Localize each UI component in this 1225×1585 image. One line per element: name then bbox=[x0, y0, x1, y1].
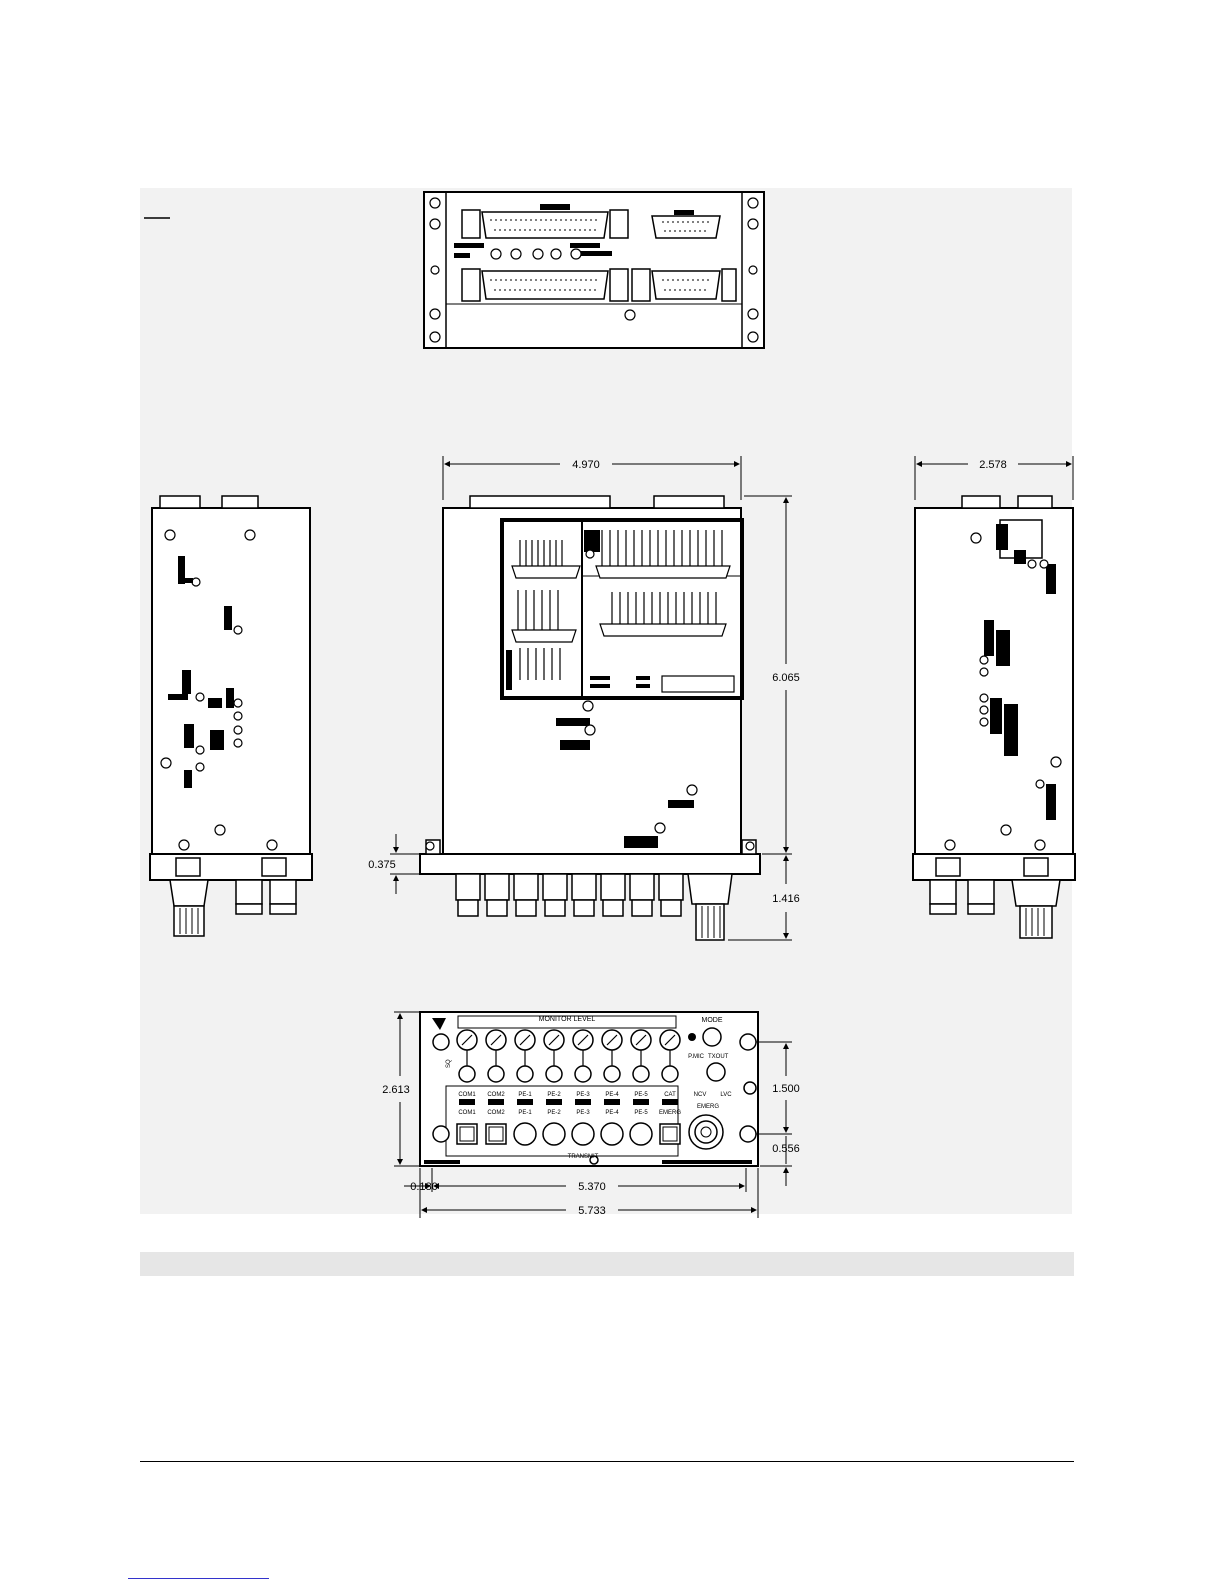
dim-main-height: 6.065 bbox=[772, 672, 800, 684]
channel-top-label: PE-2 bbox=[547, 1092, 561, 1098]
channel-bottom-label: PE-1 bbox=[518, 1110, 532, 1116]
dim-connector-protrusion: 1.416 bbox=[772, 893, 800, 905]
channel-top-label: PE-4 bbox=[605, 1092, 619, 1098]
channel-bottom-label: PE-3 bbox=[576, 1110, 590, 1116]
dim-front-height: 2.613 bbox=[382, 1084, 410, 1096]
monitor-level-label: MONITOR LEVEL bbox=[539, 1016, 596, 1023]
dim-front-inner-height: 1.500 bbox=[772, 1083, 800, 1095]
dim-main-width: 4.970 bbox=[572, 459, 600, 471]
emerg-label: EMERG bbox=[697, 1104, 719, 1110]
footer-link-rule[interactable] bbox=[128, 1578, 269, 1579]
right-side-view bbox=[913, 496, 1075, 938]
channel-top-label: COM1 bbox=[458, 1092, 476, 1098]
channel-bottom-label: COM1 bbox=[458, 1110, 476, 1116]
ncv-label: NCV bbox=[694, 1092, 707, 1098]
channel-top-label: COM2 bbox=[487, 1092, 505, 1098]
channel-bottom-label: PE-2 bbox=[547, 1110, 561, 1116]
dim-front-left-offset: 0.180 bbox=[410, 1181, 438, 1193]
channel-top-label: CAT bbox=[664, 1092, 676, 1098]
dim-side-depth: 2.578 bbox=[979, 459, 1007, 471]
channel-top-label: PE-5 bbox=[634, 1092, 648, 1098]
channel-top-label: PE-1 bbox=[518, 1092, 532, 1098]
channel-bottom-label: COM2 bbox=[487, 1110, 505, 1116]
pmic-label: P.MIC bbox=[688, 1054, 705, 1060]
channel-top-label: PE-3 bbox=[576, 1092, 590, 1098]
front-panel-view: SQ bbox=[420, 1012, 758, 1166]
caption-bar bbox=[140, 1252, 1074, 1276]
main-top-view bbox=[420, 496, 760, 940]
footer-rule bbox=[140, 1461, 1074, 1462]
svg-text:SQ: SQ bbox=[446, 1059, 452, 1068]
txout-label: TXOUT bbox=[708, 1054, 729, 1060]
dim-front-bottom-offset: 0.556 bbox=[772, 1143, 800, 1155]
transmit-label: TRANSMIT bbox=[568, 1154, 599, 1160]
dim-front-overall-width: 5.733 bbox=[578, 1205, 606, 1217]
rear-view bbox=[424, 192, 764, 348]
channel-bottom-label: EMERG bbox=[659, 1110, 681, 1116]
channel-bottom-label: PE-4 bbox=[605, 1110, 619, 1116]
channel-bottom-label: PE-5 bbox=[634, 1110, 648, 1116]
lvc-label: LVC bbox=[720, 1092, 732, 1098]
dim-flange: 0.375 bbox=[368, 859, 396, 871]
dim-front-inner-width: 5.370 bbox=[578, 1181, 606, 1193]
mode-label: MODE bbox=[702, 1017, 723, 1024]
left-side-view bbox=[150, 496, 312, 936]
